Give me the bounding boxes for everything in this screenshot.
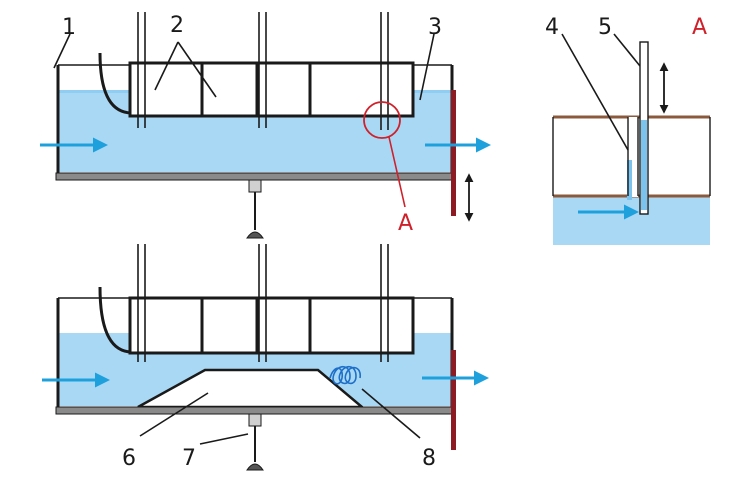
label-6: 6 bbox=[122, 446, 136, 471]
label-2: 2 bbox=[170, 13, 184, 38]
top-foot bbox=[246, 179, 264, 239]
detail-view bbox=[552, 41, 711, 245]
label-4: 4 bbox=[545, 15, 559, 40]
detail-title-a: A bbox=[692, 15, 707, 40]
label-3: 3 bbox=[428, 15, 442, 40]
label-8: 8 bbox=[422, 446, 436, 471]
top-rods bbox=[137, 12, 389, 130]
labels: 1 2 3 4 5 6 7 8 A A bbox=[62, 13, 707, 471]
bottom-weir bbox=[451, 350, 456, 450]
label-5: 5 bbox=[598, 15, 612, 40]
top-base-plate bbox=[55, 172, 455, 181]
label-7: 7 bbox=[182, 446, 196, 471]
bottom-foot bbox=[246, 413, 264, 471]
bottom-rods bbox=[137, 244, 389, 362]
bottom-base-plate bbox=[55, 406, 455, 415]
detail-circle bbox=[363, 101, 401, 139]
top-panels bbox=[128, 61, 415, 118]
bottom-panels bbox=[128, 296, 415, 355]
leader-lines bbox=[53, 33, 641, 445]
label-1: 1 bbox=[62, 15, 76, 40]
turbulence-spiral bbox=[329, 365, 361, 385]
bottom-flume bbox=[42, 244, 489, 471]
detail-water bbox=[553, 195, 710, 245]
callout-a: A bbox=[398, 211, 413, 236]
top-flume bbox=[40, 12, 491, 239]
top-weir bbox=[451, 90, 456, 216]
